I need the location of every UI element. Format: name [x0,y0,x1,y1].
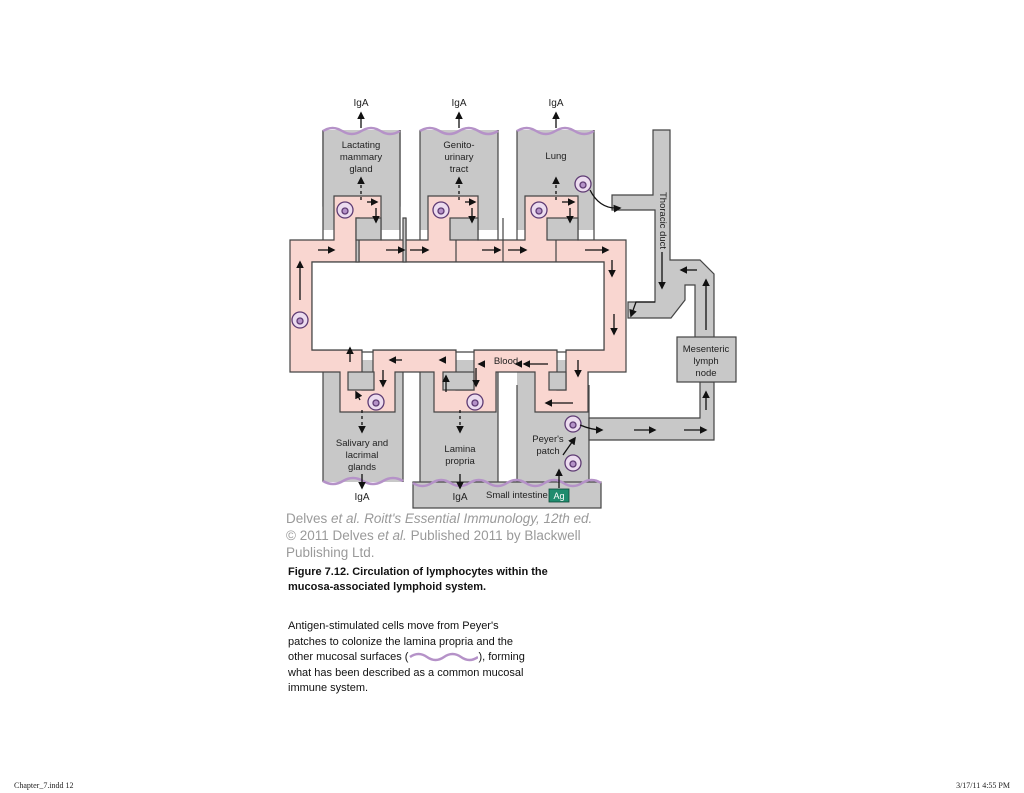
blood-label: Blood [494,356,518,367]
mesenteric-lymph-node: Mesenteric lymph node [676,336,737,383]
genito-label-3: tract [450,164,469,175]
genito-label-1: Genito- [443,140,474,151]
antigen-label: Ag [553,491,564,501]
iga-label-mammary: IgA [353,98,368,109]
thoracic-duct-label: Thoracic duct [657,192,668,249]
lung-label: Lung [545,151,566,162]
lymphocyte-cell [564,415,582,433]
caption-text-after: ), forming what has been described as a … [288,651,525,694]
mammary-label-1: Lactating [342,140,381,151]
lymphocytes [291,175,592,472]
lymphocyte-cell [574,175,592,193]
flow-arrows [296,111,710,490]
iga-label-lamina: IgA [452,492,467,503]
mucosal-surfaces [322,126,602,488]
book-credit: Delves et al. Roitt's Essential Immunolo… [286,510,626,561]
iga-label-lung: IgA [548,98,563,109]
salivary-label-1: Salivary and [336,438,388,449]
credit-line-2: © 2011 Delves et al. Published 2011 by B… [286,528,581,560]
lymphocyte-cell [466,393,484,411]
lymphocyte-cell [336,201,354,219]
credit-line-1: Delves et al. Roitt's Essential Immunolo… [286,511,593,526]
small-intestine-label: Small intestine [486,490,548,501]
iga-label-salivary: IgA [354,492,369,503]
genito-label-2: urinary [444,152,473,163]
caption-text-before: Antigen-stimulated cells move from Peyer… [288,620,514,663]
mucosal-surface-wave-icon [409,652,479,662]
antigen-marker: Ag [548,488,570,503]
lymphocyte-cell [564,454,582,472]
figure-caption-body: Antigen-stimulated cells move from Peyer… [288,619,538,697]
blood-circulation-loop [289,195,627,413]
mesenteric-label-2: lymph [693,356,718,367]
lamina-label-2: propria [445,456,475,467]
peyers-label-1: Peyer's [532,434,564,445]
mammary-label-2: mammary [340,152,382,163]
peyers-label-2: patch [536,446,559,457]
footer-file-info: Chapter_7.indd 12 [14,781,74,790]
lymphocyte-cell [432,201,450,219]
salivary-label-3: glands [348,462,376,473]
footer-timestamp: 3/17/11 4:55 PM [956,781,1010,790]
lymphocyte-cell [530,201,548,219]
thoracic-duct [611,129,715,339]
lamina-label-1: Lamina [444,444,476,455]
peyers-efferent-lymph [588,381,715,441]
mesenteric-label-1: Mesenteric [683,344,730,355]
lymphocyte-cell [367,393,385,411]
mammary-label-3: gland [349,164,372,175]
diagram-labels: IgA IgA IgA Lactating mammary gland Geni… [336,98,668,503]
salivary-label-2: lacrimal [346,450,379,461]
figure-title: Figure 7.12. Circulation of lymphocytes … [288,566,548,593]
lymphocyte-cell [291,311,309,329]
mesenteric-label-3: node [695,368,716,379]
iga-label-genito: IgA [451,98,466,109]
